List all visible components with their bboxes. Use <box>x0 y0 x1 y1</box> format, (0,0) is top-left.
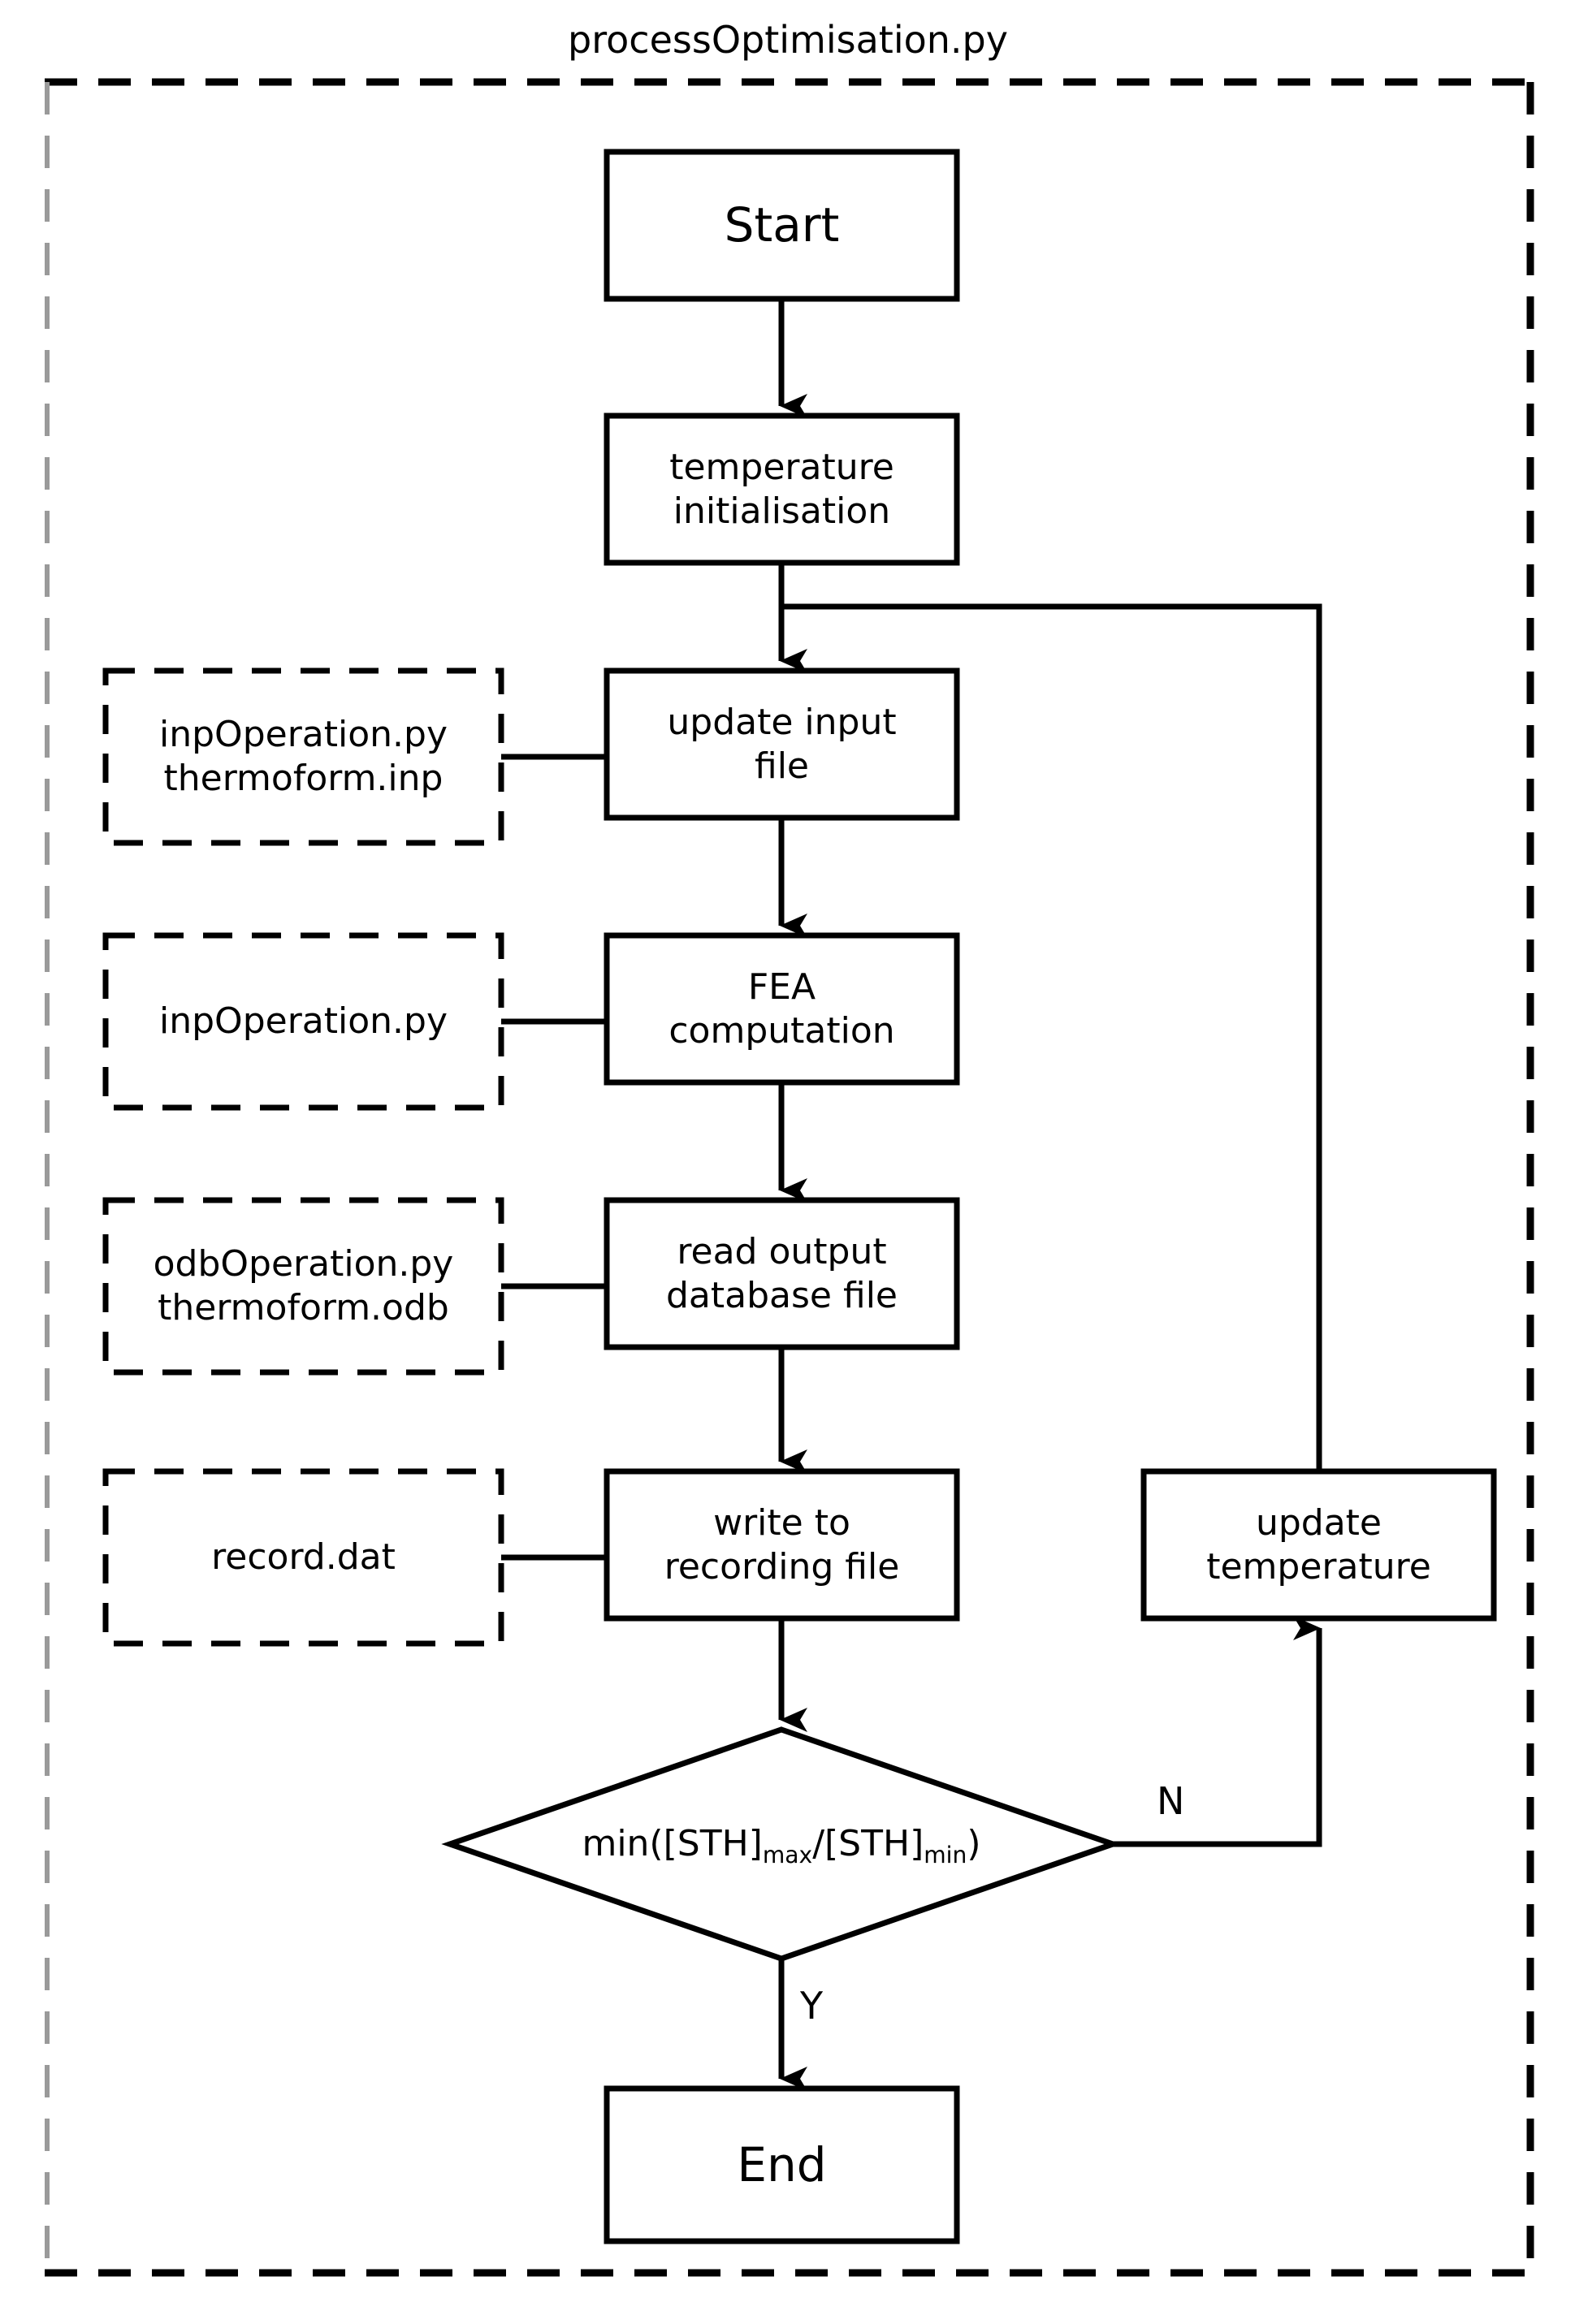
edge-decision-no-to-update-temperature <box>1113 1616 1322 1847</box>
node-temperature-initialisation[interactable] <box>604 413 960 566</box>
node-start[interactable] <box>604 149 960 302</box>
node-update-input-file[interactable] <box>604 667 960 821</box>
node-end[interactable] <box>604 2085 960 2244</box>
node-update-temperature[interactable] <box>1140 1468 1497 1622</box>
file-box-write-to-recording-file[interactable] <box>102 1468 504 1647</box>
file-box-read-output-database-file[interactable] <box>102 1197 504 1376</box>
file-box-fea-computation[interactable] <box>102 932 504 1111</box>
node-decision[interactable] <box>441 1726 1122 1962</box>
node-write-to-recording-file[interactable] <box>604 1468 960 1622</box>
file-box-update-input-file[interactable] <box>102 667 504 846</box>
node-fea-computation[interactable] <box>604 932 960 1086</box>
node-read-output-database-file[interactable] <box>604 1197 960 1350</box>
outer-dashed-container <box>45 78 1534 2277</box>
edge-update-temperature-to-update-input-file <box>781 603 1322 1471</box>
